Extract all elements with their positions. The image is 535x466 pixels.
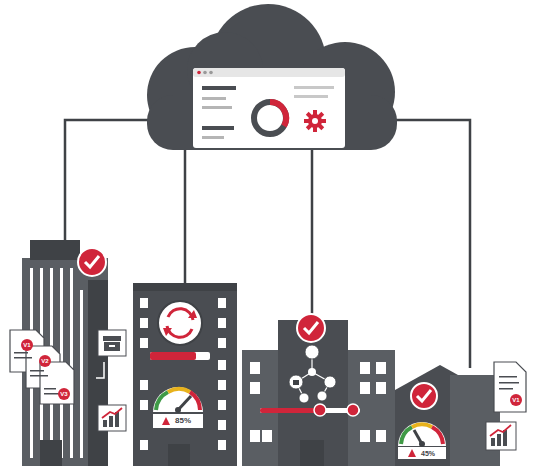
office-building: [133, 283, 237, 466]
tall-building: [10, 240, 126, 466]
dashboard: [193, 68, 345, 148]
warehouse-building: [395, 362, 526, 466]
version-tag: V1: [512, 397, 519, 403]
gauge-value: 45%: [421, 450, 435, 457]
cloud: [147, 4, 397, 150]
version-tag: V2: [41, 358, 48, 364]
version-tag: V3: [60, 391, 67, 397]
gauge-value: 85%: [175, 417, 191, 425]
network-building: [242, 314, 395, 466]
version-tag: V1: [23, 342, 30, 348]
wires: [65, 120, 470, 368]
